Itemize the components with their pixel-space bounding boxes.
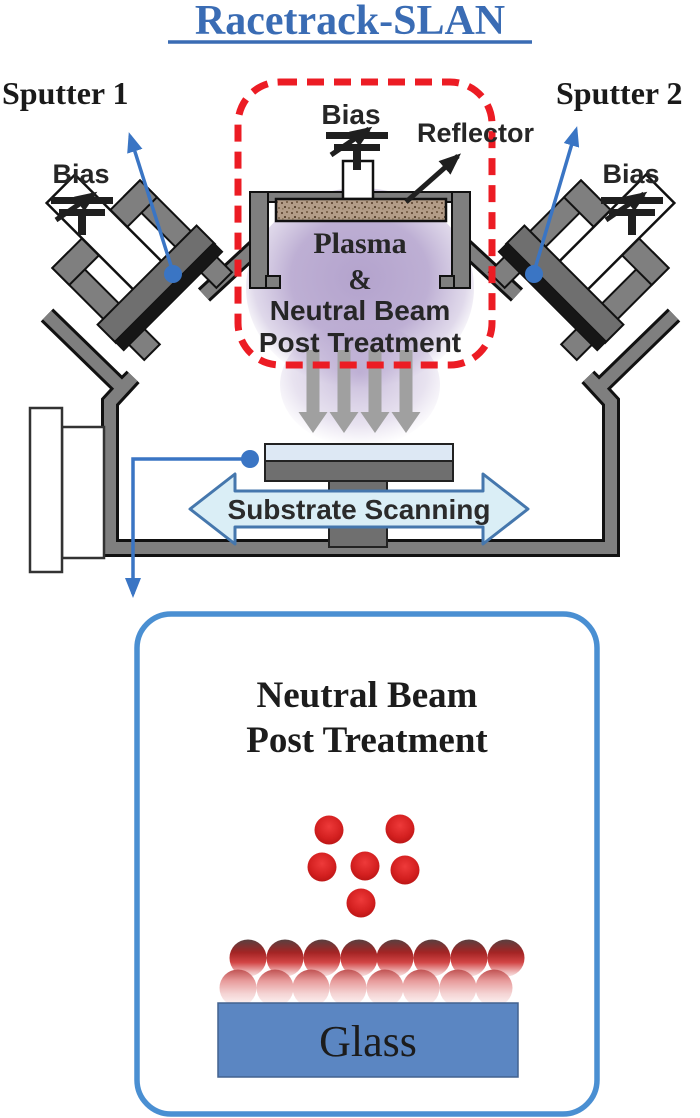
annotation-arrow-sputter1 — [127, 132, 182, 283]
film-row-back — [229, 939, 525, 977]
sputter1-label: Sputter 1 — [2, 75, 129, 111]
adatom-sphere — [385, 814, 415, 844]
adatom-sphere — [390, 855, 420, 885]
sputter-gun-left — [10, 138, 239, 367]
film-row-front — [219, 969, 513, 1007]
substrate-holder — [264, 460, 454, 482]
bias-icon-center — [326, 129, 388, 170]
adatom-sphere — [350, 851, 380, 881]
annotation-arrow-substrate — [125, 450, 259, 598]
reflector-bar — [274, 197, 448, 223]
port-flange — [28, 406, 106, 574]
plasma-label: Plasma — [313, 227, 406, 260]
neutral-beam-label: Neutral Beam — [270, 295, 451, 326]
bias-label-left: Bias — [52, 159, 109, 189]
glass-label: Glass — [319, 1017, 417, 1066]
adatom-sphere — [307, 852, 337, 882]
headline: Racetrack-SLAN Sputter 1 Sputter 2 Bias … — [2, 0, 683, 189]
sputter2-label: Sputter 2 — [556, 75, 683, 111]
chamber-top-plate — [249, 159, 471, 289]
bias-label-right: Bias — [602, 159, 659, 189]
plasma-region-dashed-outline — [234, 78, 496, 369]
post-treatment-label: Post Treatment — [259, 327, 461, 358]
treatment-title-line2: Post Treatment — [246, 720, 488, 761]
adatom-sphere — [346, 888, 376, 918]
substrate-plate — [264, 443, 454, 462]
plasma-ampersand: & — [348, 265, 371, 296]
reflector-arrow — [404, 153, 461, 204]
adatom-cluster — [307, 814, 420, 918]
reflector-label: Reflector — [417, 118, 535, 148]
page-title: Racetrack-SLAN — [195, 0, 505, 44]
scanning-arrow: Substrate Scanning — [188, 472, 530, 546]
substrate-scanning-label: Substrate Scanning — [228, 494, 491, 525]
glass-substrate: Glass — [217, 1002, 519, 1078]
adatom-sphere — [314, 815, 344, 845]
bias-label-center: Bias — [321, 99, 380, 130]
beam-down-arrows — [298, 350, 421, 433]
treatment-title-line1: Neutral Beam — [257, 675, 478, 716]
annotation-arrow-sputter2 — [525, 126, 580, 283]
